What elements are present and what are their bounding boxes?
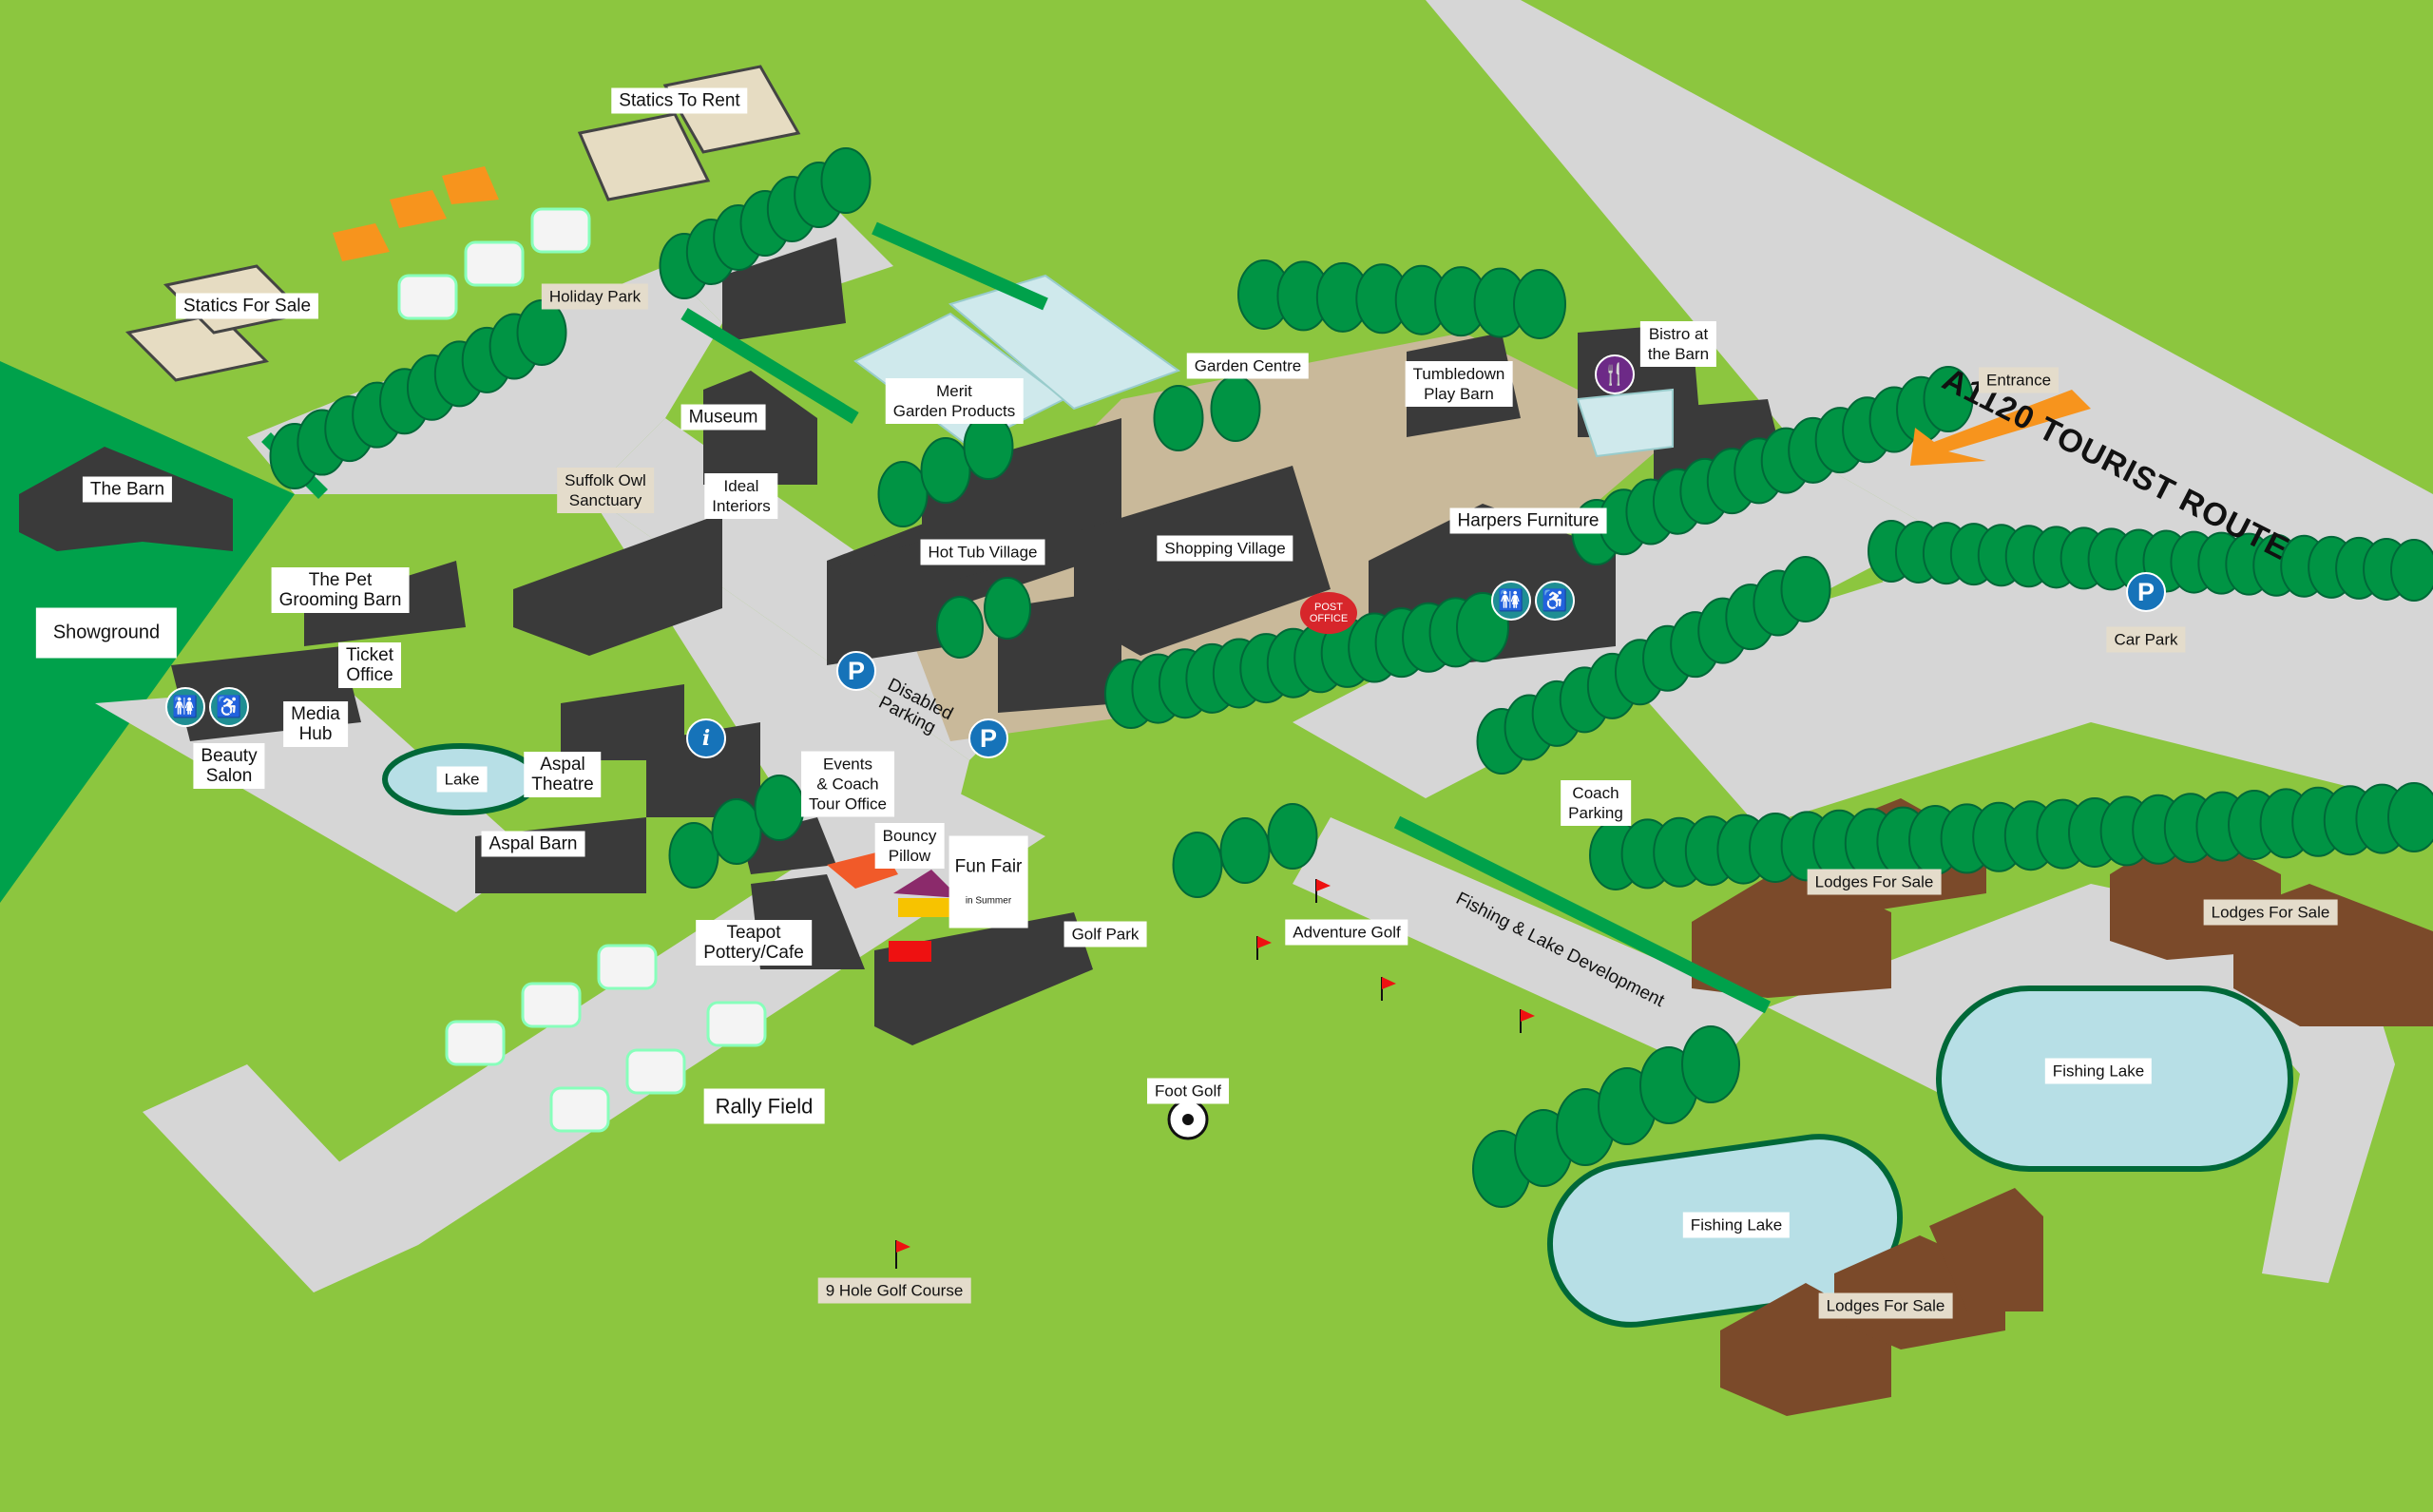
- label-shopping-village: Shopping Village: [1157, 535, 1293, 562]
- label-garden-centre: Garden Centre: [1186, 353, 1310, 379]
- label-hot-tub-village: Hot Tub Village: [920, 539, 1045, 565]
- label-events-office: Events & Coach Tour Office: [801, 751, 894, 817]
- caravans: [397, 207, 767, 1133]
- label-lodges-1: Lodges For Sale: [1807, 869, 1942, 895]
- label-ideal-interiors: Ideal Interiors: [704, 473, 778, 519]
- label-fishing-lake-1: Fishing Lake: [2044, 1058, 2153, 1084]
- tree: [963, 413, 1014, 480]
- label-teapot: Teapot Pottery/Cafe: [696, 920, 812, 966]
- tree: [1210, 375, 1261, 442]
- wheelchair-icon: ♿: [209, 687, 249, 727]
- tree: [2387, 782, 2433, 852]
- parking-icon: P: [968, 718, 1008, 758]
- toilets-icon: 🚻: [165, 687, 205, 727]
- tree: [1172, 832, 1223, 898]
- tree: [1681, 1025, 1740, 1103]
- buildings: [19, 238, 1787, 1045]
- label-adventure-golf: Adventure Golf: [1285, 919, 1408, 946]
- label-merit-garden: Merit Garden Products: [885, 378, 1024, 424]
- label-showground: Showground: [35, 607, 178, 659]
- label-lodges-2: Lodges For Sale: [2203, 899, 2338, 926]
- label-golf-park: Golf Park: [1063, 921, 1147, 947]
- info-icon: i: [686, 718, 726, 758]
- label-the-barn: The Barn: [82, 476, 173, 503]
- label-fun-fair: Fun Fair in Summer: [948, 835, 1028, 928]
- label-aspal-barn: Aspal Barn: [481, 831, 585, 857]
- restaurant-icon: 🍴: [1595, 354, 1635, 394]
- fun-fair-title: Fun Fair: [954, 856, 1023, 877]
- tree: [516, 299, 567, 366]
- tree: [936, 596, 984, 659]
- label-suffolk-owl: Suffolk Owl Sanctuary: [557, 468, 654, 513]
- label-pet-grooming: The Pet Grooming Barn: [271, 567, 410, 613]
- label-entrance: Entrance: [1978, 367, 2059, 393]
- label-nine-hole: 9 Hole Golf Course: [817, 1277, 971, 1304]
- label-statics-to-rent: Statics To Rent: [611, 87, 748, 114]
- label-museum: Museum: [680, 404, 766, 431]
- wheelchair-icon: ♿: [1535, 581, 1575, 621]
- tree: [668, 822, 719, 889]
- label-lodges-3: Lodges For Sale: [1818, 1292, 1953, 1319]
- tree: [1513, 269, 1566, 339]
- post-office-label: POST OFFICE: [1309, 602, 1349, 624]
- tree: [1780, 556, 1831, 622]
- tree: [1923, 366, 1974, 432]
- fun-fair-subtitle: in Summer: [965, 895, 1012, 907]
- entrance-arrow-icon: [1910, 390, 2091, 466]
- tree: [820, 147, 872, 214]
- tree: [1153, 385, 1204, 451]
- tents: [333, 166, 499, 261]
- label-harpers: Harpers Furniture: [1449, 507, 1607, 534]
- label-bouncy-pillow: Bouncy Pillow: [874, 823, 945, 869]
- label-bistro: Bistro at the Barn: [1639, 321, 1717, 367]
- label-fishing-lake-2: Fishing Lake: [1682, 1212, 1791, 1238]
- flag-icon: [1381, 977, 1396, 1001]
- tree: [2390, 539, 2433, 602]
- toilets-icon: 🚻: [1491, 581, 1531, 621]
- golf-flags: [895, 879, 1535, 1269]
- parking-icon: P: [2126, 572, 2166, 612]
- tree: [1267, 803, 1318, 870]
- label-rally-field: Rally Field: [703, 1088, 825, 1124]
- trees: [269, 147, 2433, 1208]
- flag-icon: [1520, 1009, 1535, 1033]
- label-coach-parking: Coach Parking: [1561, 780, 1631, 826]
- tree: [1219, 817, 1271, 884]
- tree: [877, 461, 929, 527]
- fun-fair-icon: [893, 870, 960, 917]
- label-holiday-park: Holiday Park: [541, 283, 649, 310]
- train-icon: [889, 941, 931, 962]
- flag-icon: [1315, 879, 1331, 903]
- label-foot-golf: Foot Golf: [1147, 1078, 1229, 1104]
- label-tumbledown: Tumbledown Play Barn: [1405, 361, 1513, 407]
- tree: [754, 775, 805, 841]
- parking-icon: P: [836, 651, 876, 691]
- football-icon: [1167, 1099, 1209, 1140]
- flag-icon: [1256, 936, 1272, 960]
- tree: [920, 437, 971, 504]
- label-media-hub: Media Hub: [283, 701, 348, 747]
- tree: [711, 798, 762, 865]
- post-office-icon: [1300, 592, 1357, 634]
- label-car-park: Car Park: [2106, 626, 2186, 653]
- label-ticket-office: Ticket Office: [338, 642, 401, 688]
- label-aspal-theatre: Aspal Theatre: [524, 752, 602, 797]
- label-lake: Lake: [436, 766, 488, 793]
- label-beauty-salon: Beauty Salon: [193, 743, 265, 789]
- tree: [984, 577, 1031, 640]
- label-statics-for-sale: Statics For Sale: [175, 293, 319, 319]
- flag-icon: [895, 1240, 910, 1269]
